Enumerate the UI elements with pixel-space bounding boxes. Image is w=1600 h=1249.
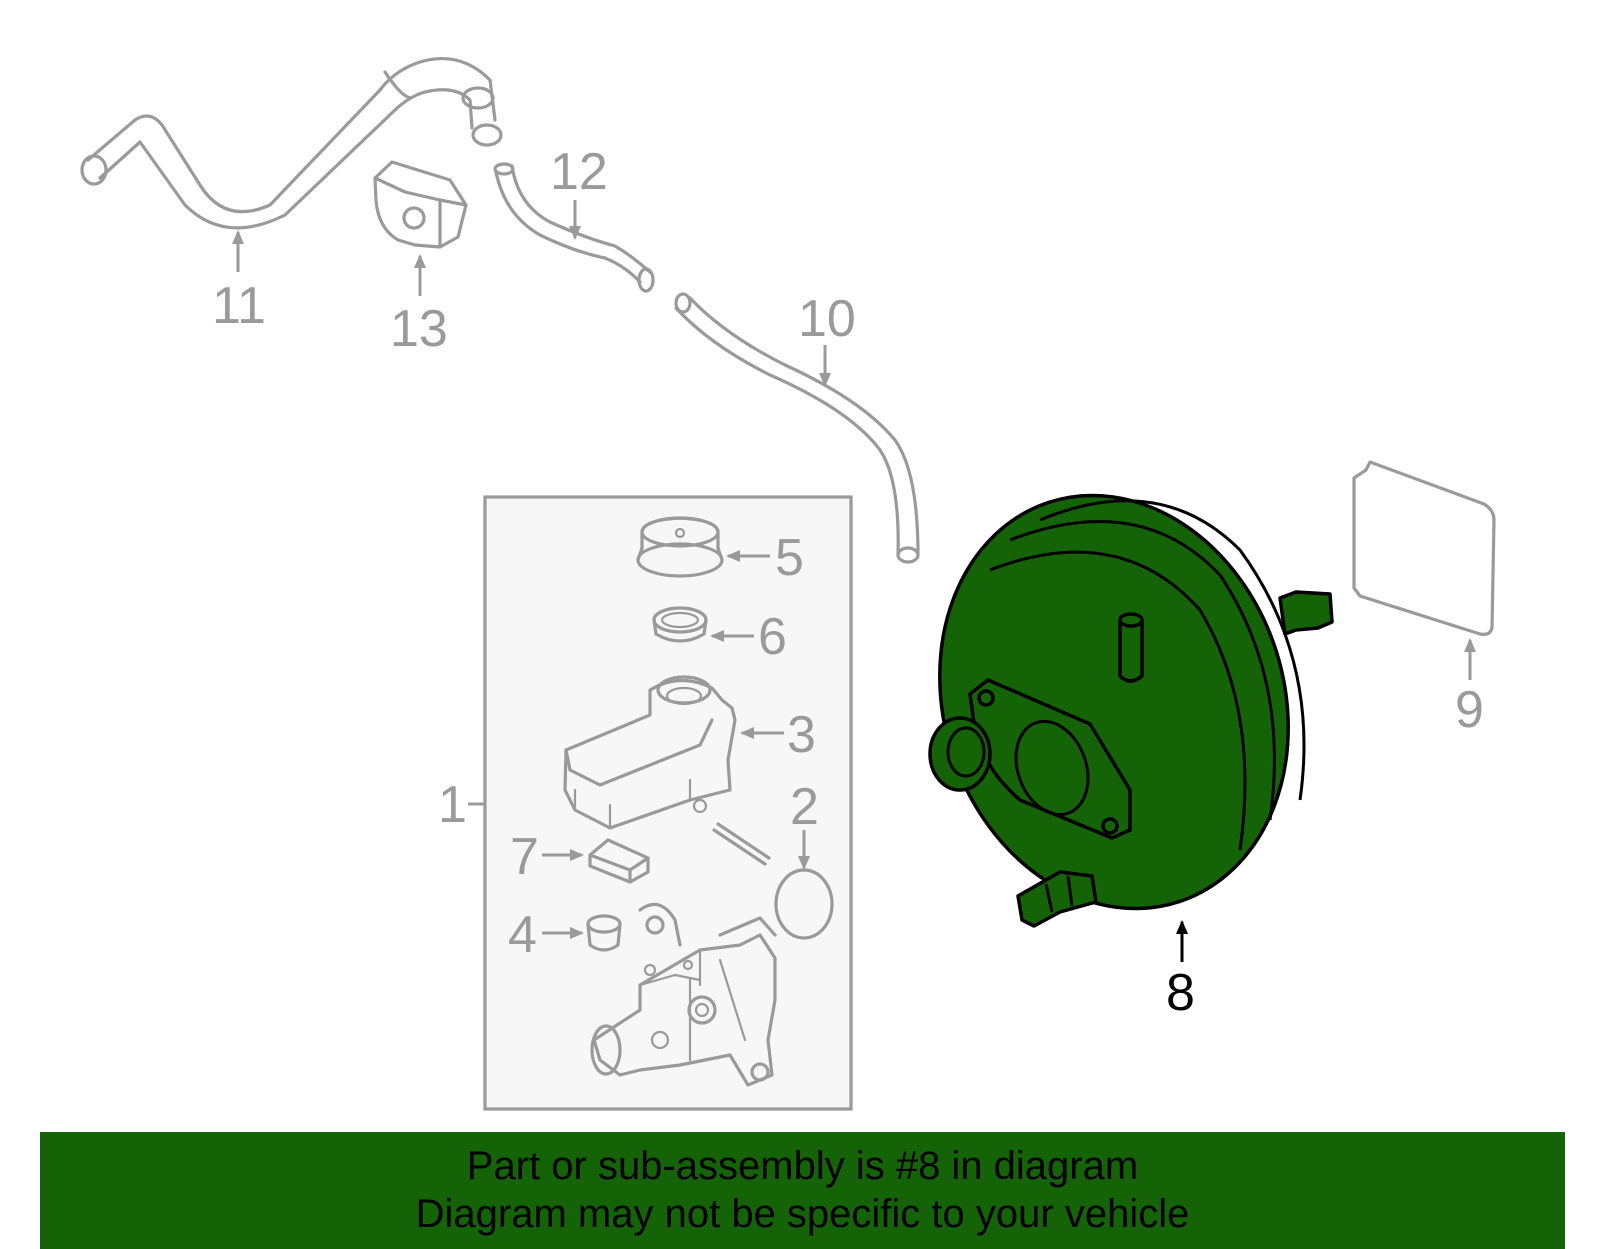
leader-7-arrow	[570, 849, 584, 861]
leader-5-arrow	[726, 550, 740, 562]
callout-7: 7	[510, 828, 539, 886]
part-5-reservoir-cap[interactable]	[636, 516, 724, 578]
callout-3: 3	[787, 706, 816, 764]
leader-10-arrow	[819, 373, 831, 387]
leader-3-arrow	[740, 727, 754, 739]
callout-5: 5	[775, 529, 804, 587]
part-12-hose[interactable]	[493, 162, 655, 293]
banner-line-1: Part or sub-assembly is #8 in diagram	[466, 1144, 1139, 1188]
part-13-clip[interactable]	[373, 160, 468, 249]
callout-4: 4	[508, 906, 537, 964]
leader-11-arrow	[232, 230, 244, 244]
callout-9: 9	[1455, 681, 1484, 739]
master-cylinder-assembly-box[interactable]	[483, 495, 853, 1111]
part-9-gasket[interactable]	[1352, 460, 1496, 636]
leader-13-arrow	[414, 254, 426, 268]
callout-11: 11	[212, 277, 266, 335]
leader-8-arrow	[1176, 920, 1188, 934]
leader-4-arrow	[570, 927, 584, 939]
leader-6-arrow	[710, 630, 724, 642]
part-4-grommet[interactable]	[586, 914, 622, 952]
callout-8: 8	[1166, 964, 1195, 1022]
callout-10: 10	[798, 290, 856, 348]
info-banner: Part or sub-assembly is #8 in diagram Di…	[40, 1132, 1565, 1249]
part-10-hose[interactable]	[674, 292, 920, 564]
leader-2-arrow	[798, 856, 810, 870]
master-cylinder-body[interactable]	[590, 902, 777, 1087]
retaining-pin[interactable]	[712, 822, 771, 866]
leader-12-arrow	[569, 226, 581, 240]
part-11-vacuum-hose[interactable]	[80, 57, 503, 230]
leader-9-arrow	[1464, 638, 1476, 652]
callout-13: 13	[390, 300, 448, 358]
part-6-strainer[interactable]	[652, 606, 708, 643]
part-7-sensor[interactable]	[588, 838, 650, 884]
banner-line-2: Diagram may not be specific to your vehi…	[415, 1192, 1190, 1236]
callout-1: 1	[438, 776, 467, 834]
part-8-brake-booster[interactable]	[887, 450, 1340, 955]
part-3-reservoir[interactable]	[563, 675, 737, 830]
callout-12: 12	[550, 143, 608, 201]
callout-6: 6	[758, 608, 787, 666]
callout-2: 2	[790, 778, 819, 836]
